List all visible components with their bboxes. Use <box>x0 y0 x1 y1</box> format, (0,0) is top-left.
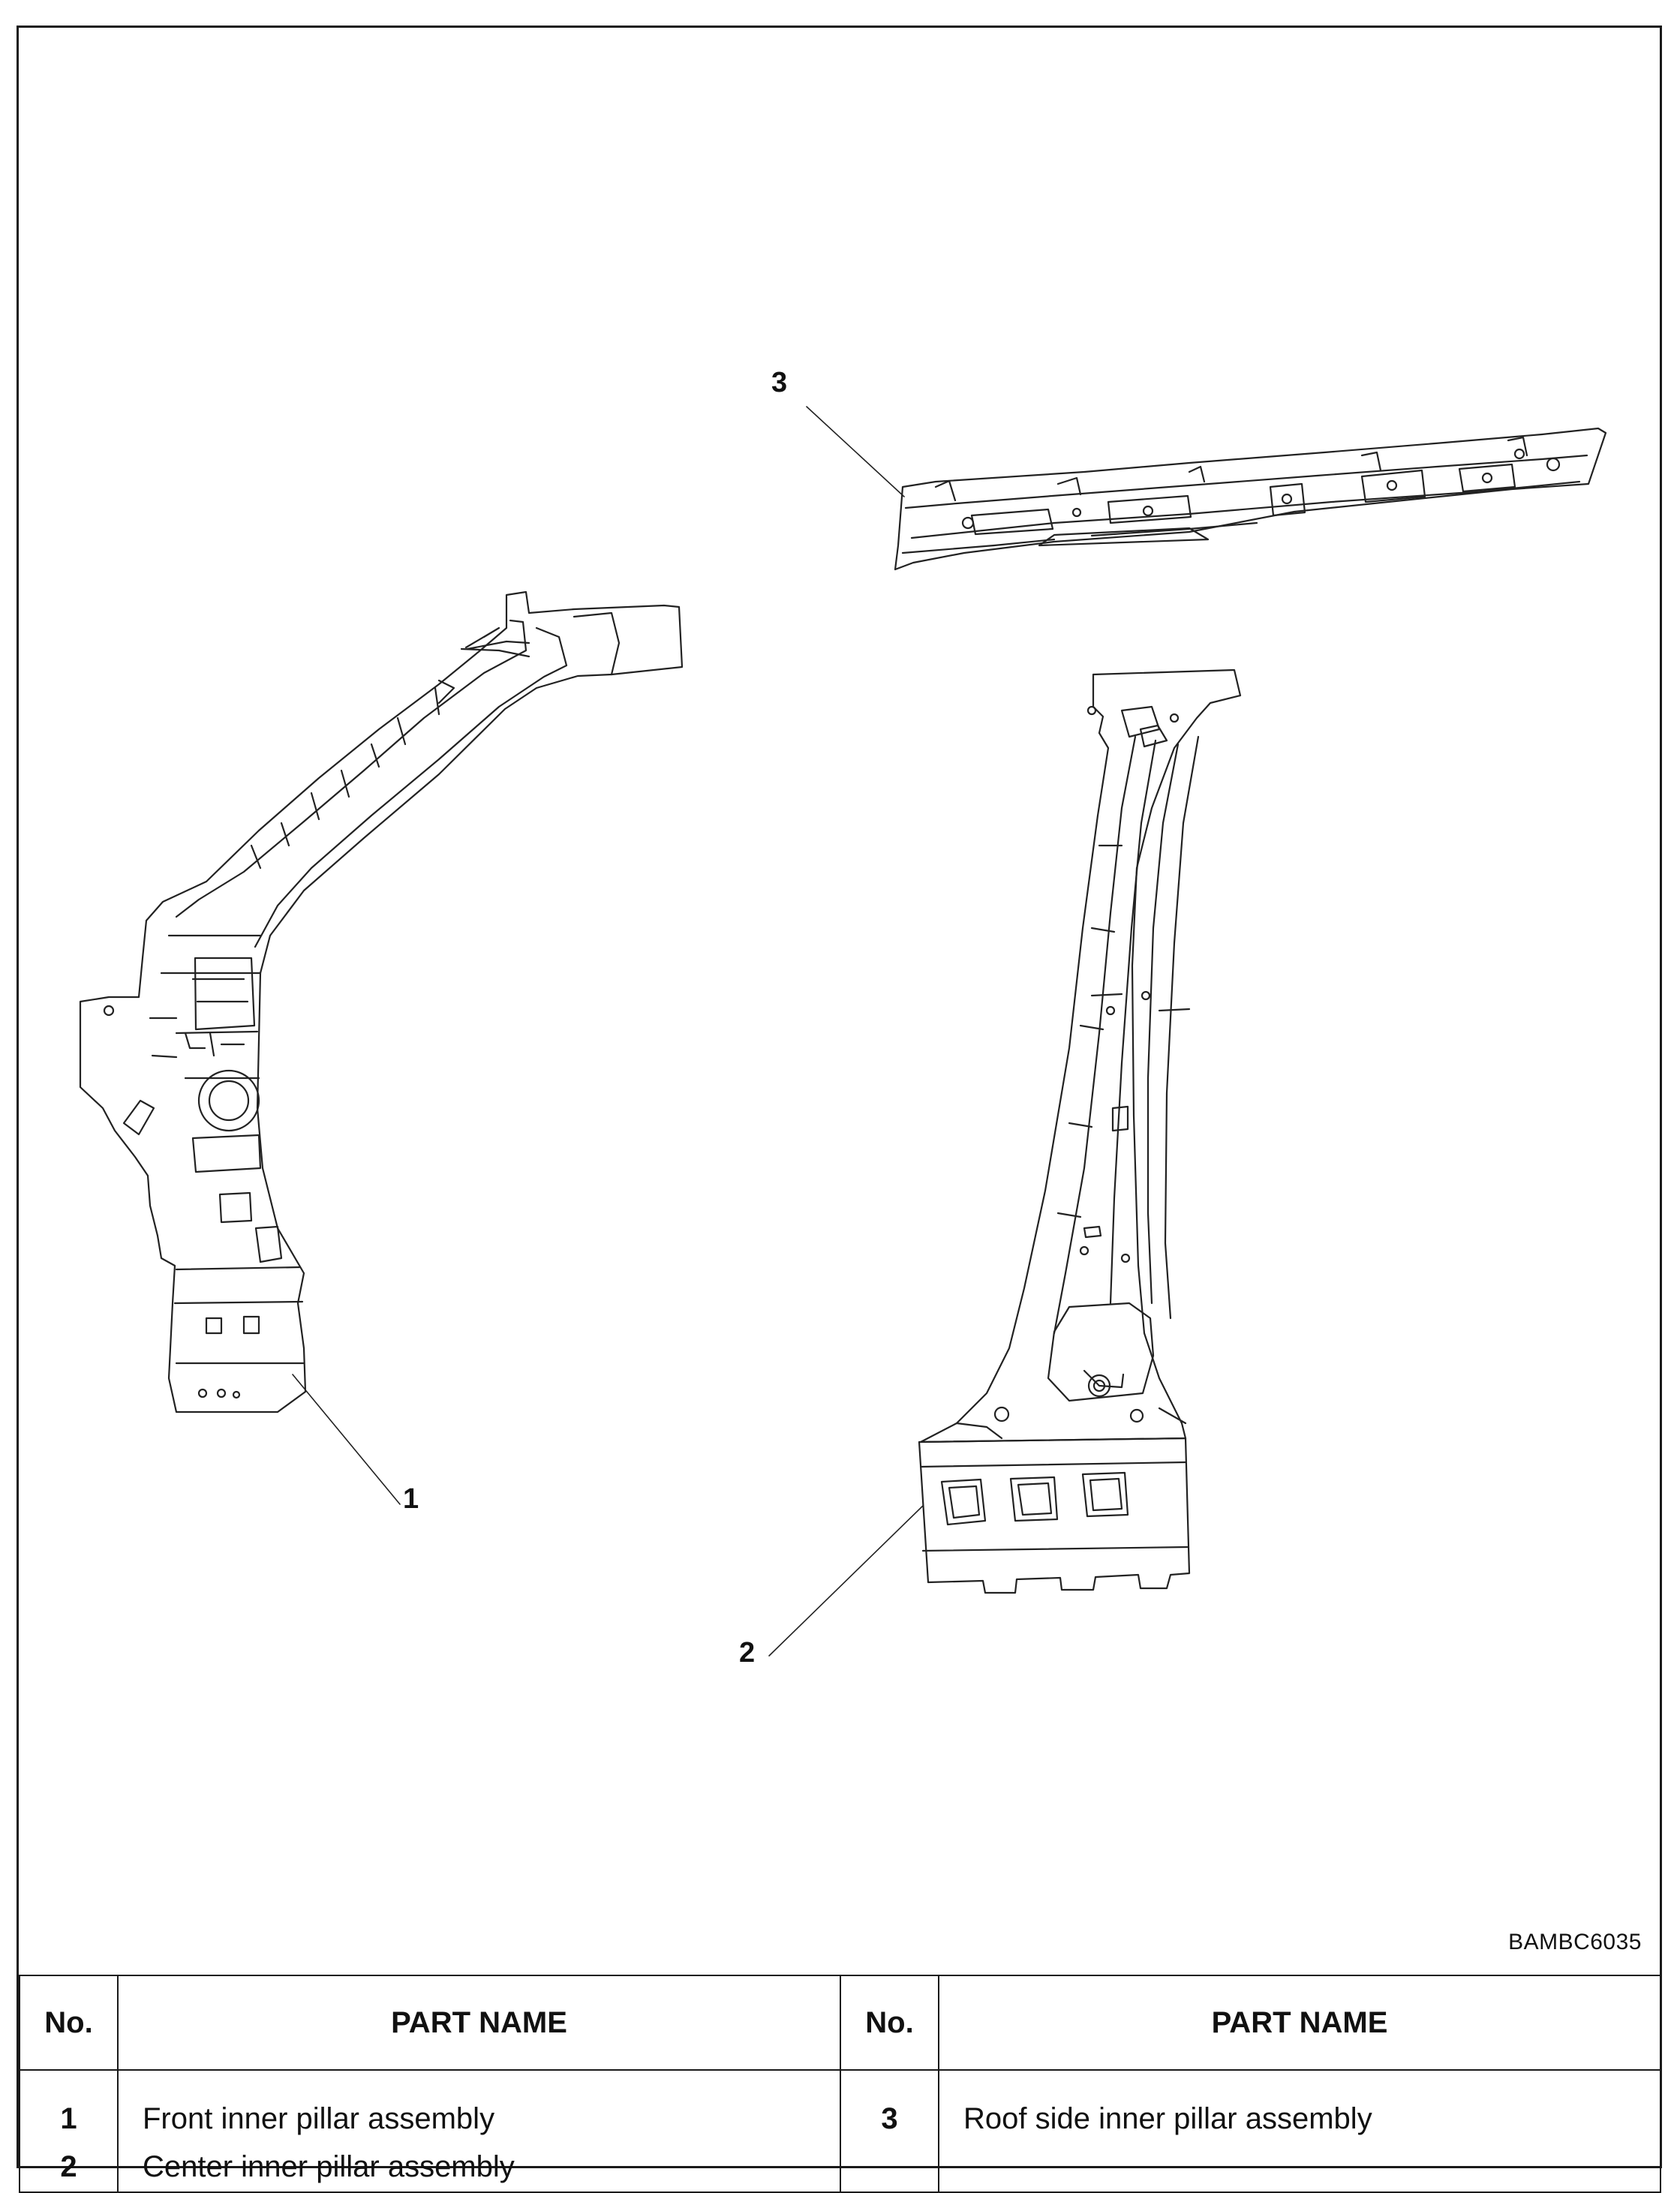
header-no-left: No. <box>19 1975 119 2071</box>
callout-2: 2 <box>739 1637 756 1669</box>
part-name: Roof side inner pillar assembly <box>963 2102 1372 2135</box>
part-number: 2 <box>60 2150 77 2183</box>
parts-table-row: 1 2 Front inner pillar assembly Center i… <box>19 2069 1661 2193</box>
callout-leaders <box>292 406 924 1657</box>
right-numbers-cell: 3 <box>840 2069 939 2193</box>
left-numbers-cell: 1 2 <box>19 2069 119 2193</box>
callout-3: 3 <box>771 367 788 398</box>
header-part-name-right: PART NAME <box>938 1975 1661 2071</box>
center-inner-pillar-drawing <box>918 668 1242 1594</box>
roof-side-inner-pillar-drawing <box>894 427 1607 571</box>
part-number: 3 <box>881 2102 898 2135</box>
left-names-cell: Front inner pillar assembly Center inner… <box>117 2069 841 2193</box>
right-names-cell: Roof side inner pillar assembly <box>938 2069 1661 2193</box>
callout-1: 1 <box>403 1483 419 1515</box>
part-number: 1 <box>60 2102 77 2135</box>
part-name: Center inner pillar assembly <box>143 2150 515 2183</box>
parts-illustration <box>79 406 1607 1657</box>
drawing-code: BAMBC6035 <box>1508 1930 1642 1954</box>
parts-table: No. PART NAME No. PART NAME 1 2 Front in… <box>19 1975 1661 2193</box>
front-inner-pillar-drawing <box>79 590 684 1413</box>
drawing-frame: 3 1 2 BAMBC6035 No. PART NAME No. PART N… <box>17 26 1664 2193</box>
parts-drawing-area: 3 1 2 BAMBC6035 <box>19 28 1664 1975</box>
header-no-right: No. <box>840 1975 939 2071</box>
header-part-name-left: PART NAME <box>117 1975 841 2071</box>
parts-table-header: No. PART NAME No. PART NAME <box>19 1975 1661 2071</box>
part-name: Front inner pillar assembly <box>143 2102 495 2135</box>
